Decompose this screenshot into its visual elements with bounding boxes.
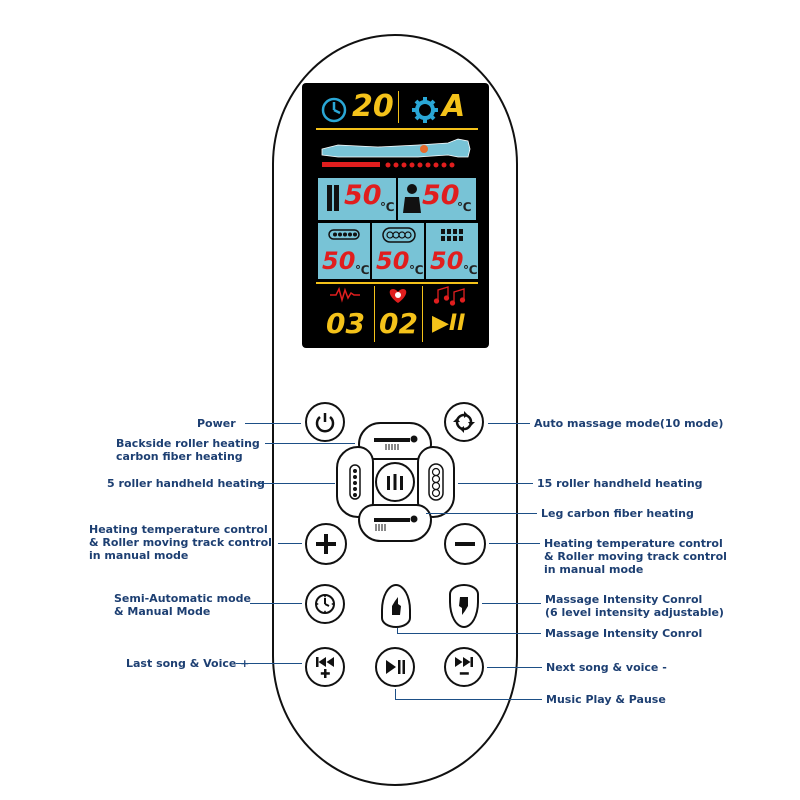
five-roller-vertical-icon: [349, 464, 361, 500]
temp-back: 50: [422, 180, 460, 211]
leader-music-play-h: [395, 699, 542, 700]
fifteen-roller-vertical-icon: [428, 463, 444, 501]
bottom-divider-1: [374, 286, 375, 342]
intensity-up-button[interactable]: [381, 584, 411, 628]
clock-icon: [321, 97, 347, 123]
temp-fifteen-roller: 50: [376, 247, 410, 275]
minus-button[interactable]: [444, 523, 486, 565]
torso-icon: [403, 184, 421, 213]
temp-five-roller: 50: [322, 247, 356, 275]
play-pause-icon: [386, 660, 405, 674]
leader-semi-auto: [250, 603, 302, 604]
label-intensity-right-2: (6 level intensity adjustable): [545, 606, 724, 619]
label-backside-heating-1: Backside roller heating: [116, 437, 260, 450]
top-divider: [398, 91, 399, 123]
power-icon: [315, 413, 335, 433]
leader-five-roller: [255, 483, 335, 484]
label-heat-temp-right-2: & Roller moving track control: [544, 550, 727, 563]
previous-plus-icon: [316, 657, 334, 678]
semi-auto-button[interactable]: [305, 584, 345, 624]
bottom-separator: [316, 282, 478, 284]
leader-minus: [489, 543, 540, 544]
leader-intensity-right: [482, 603, 541, 604]
label-leg-carbon: Leg carbon fiber heating: [541, 507, 694, 520]
leader-plus: [278, 543, 302, 544]
leader-music-play-v: [395, 689, 396, 700]
clock-button-icon: [315, 594, 335, 614]
intensity-down-button[interactable]: [449, 584, 479, 628]
leader-auto-massage: [488, 423, 530, 424]
auto-massage-button[interactable]: [444, 402, 484, 442]
leader-intensity-center-h: [397, 633, 541, 634]
label-backside-heating-2: carbon fiber heating: [116, 450, 243, 463]
label-heat-temp-right-3: in manual mode: [544, 563, 644, 576]
temp-grid-roller: 50: [430, 247, 464, 275]
fifteen-roller-icon: [382, 227, 416, 243]
lcd-screen: 20 A 50 ℃ 50 ℃: [302, 83, 489, 348]
next-button[interactable]: [444, 647, 484, 687]
lying-body-leg-icon: [374, 515, 418, 531]
play-pause-button[interactable]: [375, 647, 415, 687]
label-heat-temp-left-1: Heating temperature control: [89, 523, 268, 536]
leader-backside: [265, 443, 355, 444]
label-semi-auto-2: & Manual Mode: [114, 605, 211, 618]
label-fifteen-roller: 15 roller handheld heating: [537, 477, 703, 490]
degree-unit-leg: ℃: [380, 200, 395, 214]
label-auto-massage: Auto massage mode(10 mode): [534, 417, 724, 430]
leader-intensity-center-v: [397, 628, 398, 634]
degree-unit-back: ℃: [457, 200, 472, 214]
power-button[interactable]: [305, 402, 345, 442]
hand-up-icon: [392, 597, 401, 615]
bottom-divider-2: [422, 286, 423, 342]
next-minus-icon: [455, 657, 473, 675]
grid-roller-icon: [441, 229, 463, 241]
leader-last-song: [236, 663, 302, 664]
counter-left: 03: [326, 307, 365, 340]
leader-power: [245, 423, 301, 424]
leader-next-song: [487, 667, 542, 668]
top-separator: [316, 128, 478, 130]
label-semi-auto-1: Semi-Automatic mode: [114, 592, 251, 605]
label-heat-temp-left-3: in manual mode: [89, 549, 189, 562]
label-last-song: Last song & Voice +: [126, 657, 250, 670]
label-heat-temp-left-2: & Roller moving track control: [89, 536, 272, 549]
heart-massage-icon: [389, 289, 407, 303]
counter-middle: 02: [379, 307, 418, 340]
previous-button[interactable]: [305, 647, 345, 687]
temp-leg: 50: [344, 180, 382, 211]
label-intensity-right-1: Massage Intensity Conrol: [545, 593, 703, 606]
degree-unit-fifteen: ℃: [409, 263, 424, 277]
label-next-song: Next song & voice -: [546, 661, 667, 674]
wave-icon: [330, 286, 360, 303]
label-heat-temp-right-1: Heating temperature control: [544, 537, 723, 550]
cycle-icon: [453, 411, 475, 433]
leader-fifteen-roller: [458, 483, 533, 484]
five-roller-panel: [318, 223, 370, 279]
degree-unit-five: ℃: [355, 263, 370, 277]
body-figure-icon: [321, 138, 471, 168]
play-status: ▶II: [432, 311, 466, 336]
label-power: Power: [197, 417, 236, 430]
legs-icon: [327, 185, 339, 211]
timer-value: 20: [352, 89, 394, 124]
degree-unit-grid: ℃: [463, 263, 478, 277]
minus-icon: [455, 542, 475, 546]
bars-icon: [387, 474, 403, 490]
lying-body-icon: [374, 435, 418, 450]
mode-value: A: [442, 89, 466, 124]
center-intensity-button[interactable]: [375, 462, 415, 502]
plus-button[interactable]: [305, 523, 347, 565]
grid-roller-panel: [426, 223, 478, 279]
gear-icon: [412, 97, 438, 123]
plus-icon: [316, 534, 336, 554]
hand-down-icon: [459, 597, 468, 615]
label-music-play: Music Play & Pause: [546, 693, 666, 706]
leg-heat-button[interactable]: [358, 504, 432, 542]
leader-leg-carbon: [426, 513, 537, 514]
label-five-roller: 5 roller handheld heating: [107, 477, 265, 490]
five-roller-icon: [328, 229, 360, 240]
music-notes-icon: [433, 286, 466, 306]
label-intensity-center: Massage Intensity Conrol: [545, 627, 703, 640]
five-roller-button[interactable]: [336, 446, 374, 518]
